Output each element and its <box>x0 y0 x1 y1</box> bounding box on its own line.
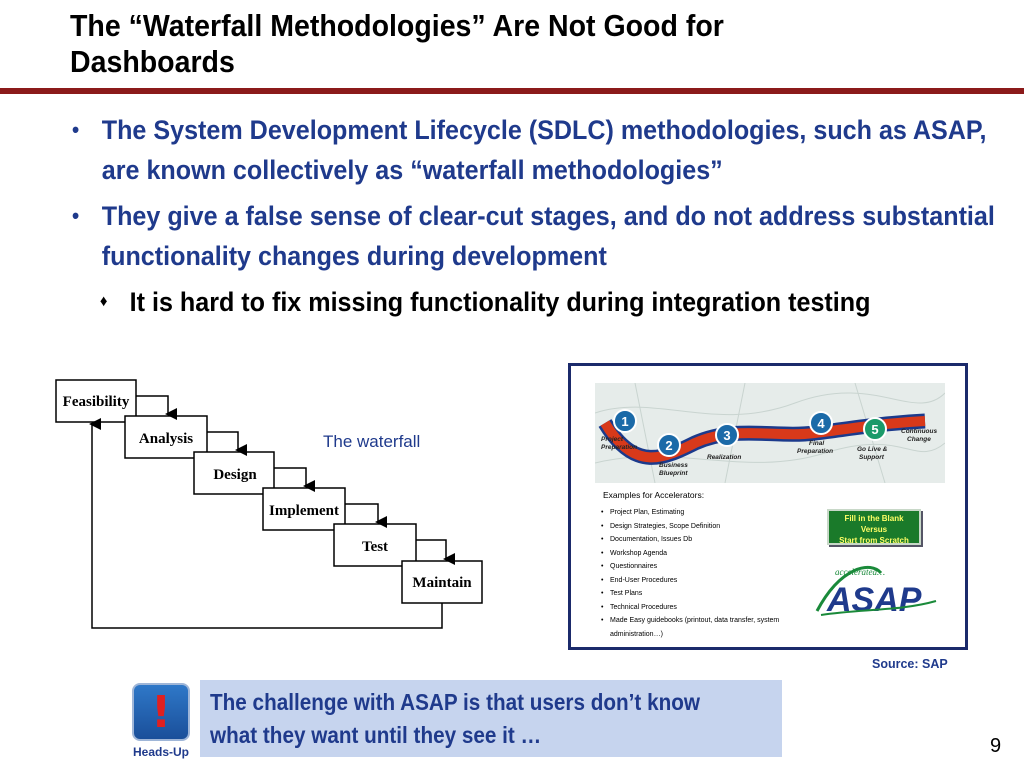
step-label-3: Realization <box>707 454 741 461</box>
callout-line-1: The challenge with ASAP is that users do… <box>210 689 700 715</box>
list-item: Workshop Agenda <box>601 547 821 561</box>
fill-in-blank-box: Fill in the Blank Versus Start from Scra… <box>827 509 921 545</box>
step-label-5a: Go Live & <box>857 446 888 453</box>
stage-label-test: Test <box>362 539 388 555</box>
title-divider <box>0 88 1024 94</box>
list-item: Project Plan, Estimating <box>601 506 821 520</box>
step-label-1b: Preparation <box>601 444 637 451</box>
list-item: Questionnaires <box>601 560 821 574</box>
heads-up-label: Heads-Up <box>132 745 189 759</box>
step-label-4b: Preparation <box>797 448 833 455</box>
asap-logo: accelerated… ASAP <box>815 565 937 619</box>
step-label-5b: Support <box>859 454 885 461</box>
step-number-1: 1 <box>621 414 628 429</box>
step-number-4: 4 <box>817 416 825 431</box>
stage-label-feasibility: Feasibility <box>63 394 130 410</box>
stage-box-implement <box>262 487 346 531</box>
diamond-bullet-icon: ♦ <box>99 293 108 310</box>
asap-roadmap-panel: 1 2 3 4 5 Project Preparation Business B… <box>568 363 968 650</box>
slide-title: The “Waterfall Methodologies” Are Not Go… <box>70 8 898 80</box>
list-item: Technical Procedures <box>601 601 821 615</box>
callout-line-2: what they want until they see it … <box>210 722 542 748</box>
accelerators-title: Examples for Accelerators: <box>603 490 705 500</box>
step-number-3: 3 <box>723 428 730 443</box>
sub-bullet-item: ♦ It is hard to fix missing functionalit… <box>72 282 1024 322</box>
continuous-label-b: Change <box>907 436 931 443</box>
step-label-2b: Blueprint <box>659 470 688 477</box>
fill-line-3: Start from Scratch <box>839 536 909 545</box>
stage-box-feasibility <box>55 379 137 423</box>
step-number-5: 5 <box>871 422 878 437</box>
waterfall-diagram: Feasibility Analysis Design Implement Te… <box>55 379 483 629</box>
stage-label-implement: Implement <box>269 503 339 519</box>
stage-box-test <box>333 523 417 567</box>
bullet-item: • They give a false sense of clear-cut s… <box>72 201 995 271</box>
title-line-2: Dashboards <box>70 44 235 79</box>
source-credit: Source: SAP <box>872 657 948 671</box>
waterfall-caption: The waterfall <box>323 432 421 451</box>
exclamation-icon: ! <box>132 683 190 741</box>
title-line-1: The “Waterfall Methodologies” Are Not Go… <box>70 8 724 43</box>
stage-label-analysis: Analysis <box>139 431 193 447</box>
bullet-item: • The System Development Lifecycle (SDLC… <box>72 115 987 185</box>
continuous-label-a: Continuous <box>901 428 937 435</box>
stage-label-maintain: Maintain <box>412 575 472 591</box>
bullet-text: They give a false sense of clear-cut sta… <box>101 201 995 271</box>
stage-label-design: Design <box>213 467 257 483</box>
accelerators-list: Project Plan, Estimating Design Strategi… <box>601 506 821 641</box>
fill-line-1: Fill in the Blank <box>844 514 904 523</box>
callout-box: The challenge with ASAP is that users do… <box>200 680 782 757</box>
step-label-4a: Final <box>809 440 824 447</box>
asap-roadmap-image: 1 2 3 4 5 Project Preparation Business B… <box>595 383 945 483</box>
bullet-list: • The System Development Lifecycle (SDLC… <box>72 110 995 322</box>
step-number-2: 2 <box>665 438 672 453</box>
list-item: Test Plans <box>601 587 821 601</box>
page-number: 9 <box>990 735 1002 757</box>
heads-up-badge: ! Heads-Up <box>128 683 194 765</box>
list-item: Documentation, Issues Db <box>601 533 821 547</box>
list-item: Made Easy guidebooks (printout, data tra… <box>601 614 821 641</box>
step-label-1a: Project <box>601 436 624 443</box>
stage-box-design <box>193 451 275 495</box>
asap-logo-tagline: accelerated… <box>835 567 885 577</box>
step-label-2a: Business <box>659 462 688 469</box>
sub-bullet-text: It is hard to fix missing functionality … <box>129 287 871 317</box>
list-item: Design Strategies, Scope Definition <box>601 520 821 534</box>
stage-box-maintain <box>401 560 483 604</box>
fill-line-2: Versus <box>860 525 888 534</box>
list-item: End-User Procedures <box>601 574 821 588</box>
bullet-text: The System Development Lifecycle (SDLC) … <box>101 115 987 185</box>
stage-box-analysis <box>124 415 208 459</box>
